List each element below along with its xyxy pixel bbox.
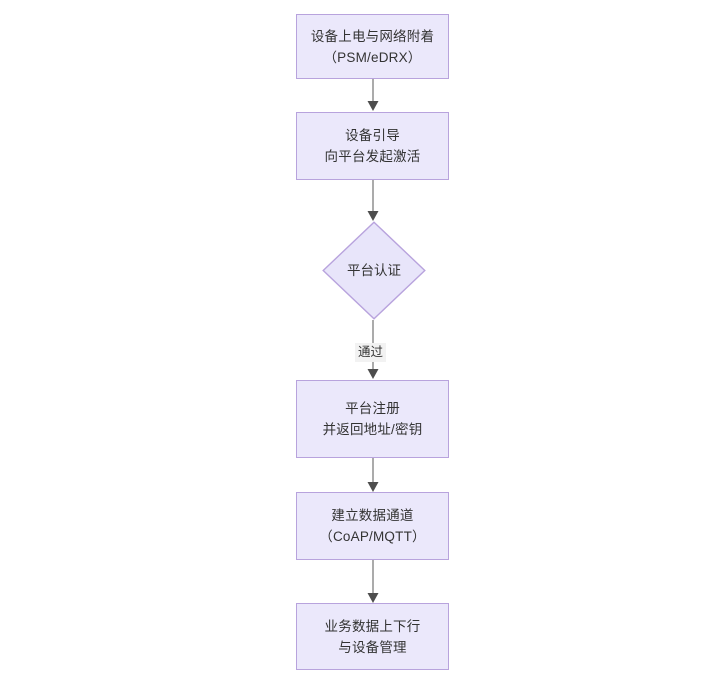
node-platform-register[interactable]: 平台注册 并返回地址/密钥 bbox=[296, 380, 449, 458]
node-data-channel-line-2: （CoAP/MQTT） bbox=[319, 529, 426, 544]
node-service-data-line-1: 业务数据上下行 bbox=[324, 618, 421, 634]
node-data-channel-line-1: 建立数据通道 bbox=[331, 508, 414, 523]
diamond-shape bbox=[322, 221, 426, 320]
node-power-on[interactable]: 设备上电与网络附着 （PSM/eDRX） bbox=[296, 14, 449, 79]
edge-label-pass: 通过 bbox=[355, 343, 387, 362]
node-bootstrap-line-1: 设备引导 bbox=[345, 128, 400, 143]
node-service-data-line-2: 与设备管理 bbox=[338, 639, 407, 655]
node-bootstrap-line-2: 向平台发起激活 bbox=[324, 149, 421, 164]
edge-data-channel-to-service-data bbox=[367, 560, 379, 603]
node-power-on-line-2: （PSM/eDRX） bbox=[323, 49, 422, 65]
node-data-channel[interactable]: 建立数据通道 （CoAP/MQTT） bbox=[296, 492, 449, 560]
node-platform-register-line-2: 并返回地址/密钥 bbox=[322, 422, 423, 437]
node-platform-register-line-1: 平台注册 bbox=[345, 401, 400, 416]
node-platform-auth[interactable]: 平台认证 bbox=[322, 221, 426, 320]
node-power-on-line-1: 设备上电与网络附着 bbox=[310, 28, 435, 44]
edge-platform-register-to-data-channel bbox=[367, 458, 379, 492]
node-service-data[interactable]: 业务数据上下行 与设备管理 bbox=[296, 603, 449, 670]
edge-power-on-to-bootstrap bbox=[367, 79, 379, 111]
node-platform-auth-label: 平台认证 bbox=[347, 262, 401, 278]
edge-bootstrap-to-platform-auth bbox=[367, 180, 379, 221]
node-bootstrap[interactable]: 设备引导 向平台发起激活 bbox=[296, 112, 449, 180]
